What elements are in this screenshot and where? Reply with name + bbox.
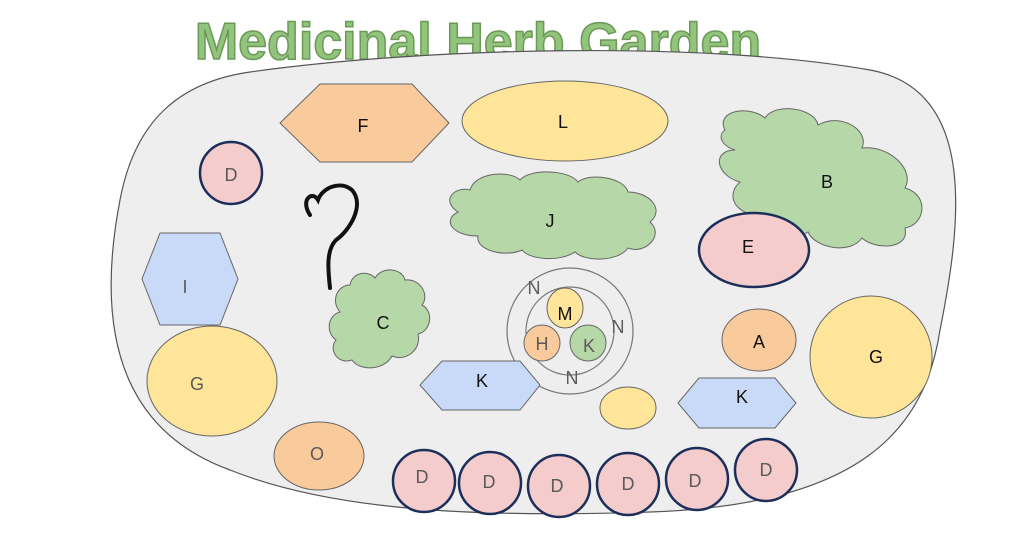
bed-d-row-circle-6 <box>733 437 799 503</box>
bed-d-row-label-6: D <box>760 460 773 480</box>
bed-n-bottom-label: N <box>566 368 579 388</box>
page-title: Medicinal Herb Garden <box>195 13 761 71</box>
bed-k-center-circle <box>569 324 607 362</box>
bed-o-ellipse <box>273 421 365 491</box>
bed-n-inner-ring <box>525 286 615 376</box>
bed-d-row-circle-1 <box>391 448 457 514</box>
bed-e-ellipse <box>697 211 811 289</box>
bed-d-row-circle-5 <box>664 446 730 512</box>
bed-n-top-label: N <box>528 278 541 298</box>
bed-f-label: F <box>358 116 369 136</box>
bed-a-circle <box>721 308 797 372</box>
bed-g-right-circle <box>809 295 933 419</box>
bed-b-label: B <box>821 172 833 192</box>
bed-unlabeled-yellow-ellipse <box>599 386 657 430</box>
bed-k-center-label: K <box>583 336 595 356</box>
bed-d-row-circle-2 <box>457 450 523 516</box>
bed-k-left-label: K <box>476 371 488 391</box>
bed-d-row-circle-4 <box>595 451 661 517</box>
bed-j-label: J <box>546 211 555 231</box>
bed-n-outer-ring <box>506 267 634 395</box>
bed-c-label: C <box>377 313 390 333</box>
bed-c-cloud <box>328 269 431 369</box>
bed-l-label: L <box>558 112 568 132</box>
bed-m-ellipse <box>546 287 584 329</box>
bed-d-top-label: D <box>225 165 238 185</box>
bed-k-left-hexagon <box>419 360 541 411</box>
bed-e-label: E <box>742 237 754 257</box>
bed-l-ellipse <box>461 80 669 162</box>
bed-o-label: O <box>310 444 324 464</box>
bed-b-cloud <box>718 108 923 249</box>
bed-j-cloud <box>449 171 657 260</box>
bed-g-left-label: G <box>190 374 204 394</box>
bed-i-hexagon <box>141 232 239 326</box>
bed-m-label: M <box>558 304 573 324</box>
bed-d-row-label-4: D <box>622 474 635 494</box>
bed-i-label: I <box>182 277 187 297</box>
shepherds-hook <box>304 183 359 290</box>
bed-d-row-label-2: D <box>483 472 496 492</box>
bed-f-hexagon <box>279 83 450 163</box>
bed-d-row-label-3: D <box>551 476 564 496</box>
bed-h-label: H <box>536 334 549 354</box>
bed-n-right-label: N <box>612 317 625 337</box>
bed-d-row-label-1: D <box>416 467 429 487</box>
bed-d-top-circle <box>198 140 264 206</box>
bed-k-right-hexagon <box>677 377 797 429</box>
bed-k-right-label: K <box>736 387 748 407</box>
bed-d-row-label-5: D <box>689 471 702 491</box>
bed-h-circle <box>523 324 561 362</box>
bed-g-right-label: G <box>869 347 883 367</box>
bed-d-row: D D D D D D <box>391 437 799 519</box>
bed-g-left-ellipse <box>146 325 278 437</box>
bed-a-label: A <box>753 332 765 352</box>
bed-d-row-circle-3 <box>526 453 592 519</box>
